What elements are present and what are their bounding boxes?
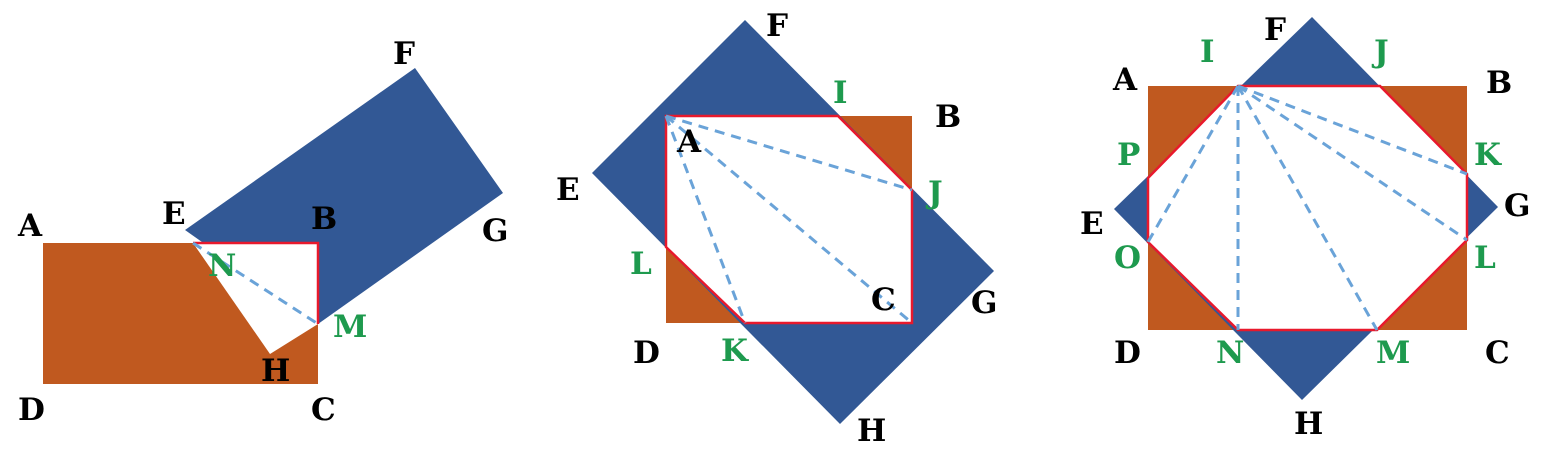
- fig2-label-e: E: [556, 172, 580, 208]
- fig1-label-d: D: [18, 392, 45, 428]
- fig2-label-i: I: [833, 75, 848, 111]
- fig1-label-f: F: [393, 36, 415, 72]
- fig2-label-h: H: [857, 413, 886, 449]
- fig1-label-n: N: [208, 248, 236, 284]
- fig2-label-f: F: [766, 8, 788, 44]
- fig3-label-b: B: [1486, 65, 1512, 101]
- fig1-white-triangle: [193, 243, 318, 354]
- fig3-label-k: K: [1474, 137, 1502, 173]
- fig1-label-m: M: [333, 309, 367, 345]
- fig2-label-c: C: [871, 282, 896, 318]
- fig3-label-i: I: [1200, 34, 1215, 70]
- fig3-dash-to-o: [1146, 85, 1240, 243]
- fig3-label-a: A: [1112, 62, 1138, 98]
- fig1-label-b: B: [311, 201, 337, 237]
- fig3-dash-to-m: [1236, 85, 1379, 331]
- fig2-label-g: G: [971, 285, 997, 321]
- fig3-label-j: J: [1371, 34, 1389, 70]
- fig1-red-outline: [193, 241, 320, 324]
- fig3-label-c: C: [1485, 335, 1510, 371]
- fig3-label-e: E: [1080, 206, 1104, 242]
- fig3-label-g: G: [1504, 188, 1530, 224]
- fig3-dash-to-l: [1237, 84, 1468, 242]
- fig2-dash-a-c: [665, 114, 913, 325]
- figure-2: F I B A E J L C G D K H: [556, 8, 997, 449]
- fig1-label-c: C: [311, 392, 336, 428]
- fig3-dash-to-k: [1237, 84, 1468, 176]
- fig3-label-d: D: [1114, 335, 1141, 371]
- fig3-label-f: F: [1264, 12, 1286, 48]
- fig3-label-m: M: [1376, 335, 1410, 371]
- fig1-label-g: G: [482, 213, 508, 249]
- fig3-dashed-lines: [1146, 84, 1468, 331]
- fig1-dashed-diagonal: [192, 241, 319, 326]
- fig2-label-l: L: [630, 246, 652, 282]
- fig2-label-j: J: [925, 175, 943, 211]
- fig2-dash-a-k: [664, 115, 747, 324]
- fig3-label-o: O: [1114, 240, 1141, 276]
- fig1-label-h: H: [261, 353, 290, 389]
- fig2-label-k: K: [721, 333, 749, 369]
- fig2-label-d: D: [633, 335, 660, 371]
- fig2-label-a: A: [676, 124, 702, 160]
- fig2-red-outline: [664, 114, 914, 325]
- fig3-label-l: L: [1474, 240, 1496, 276]
- fig1-label-a: A: [17, 208, 43, 244]
- fig2-label-b: B: [935, 99, 961, 135]
- fig2-dash-a-j: [665, 114, 913, 192]
- fig3-label-n: N: [1216, 335, 1244, 371]
- figure-3: I F J A B P K G E O L D N M C H: [1080, 12, 1530, 442]
- fig1-label-e: E: [162, 196, 186, 232]
- fig3-label-h: H: [1294, 406, 1323, 442]
- fig2-dashed-lines: [664, 114, 913, 325]
- figure-1: A E B F G N M H D C: [17, 36, 508, 428]
- fig3-label-p: P: [1117, 137, 1140, 173]
